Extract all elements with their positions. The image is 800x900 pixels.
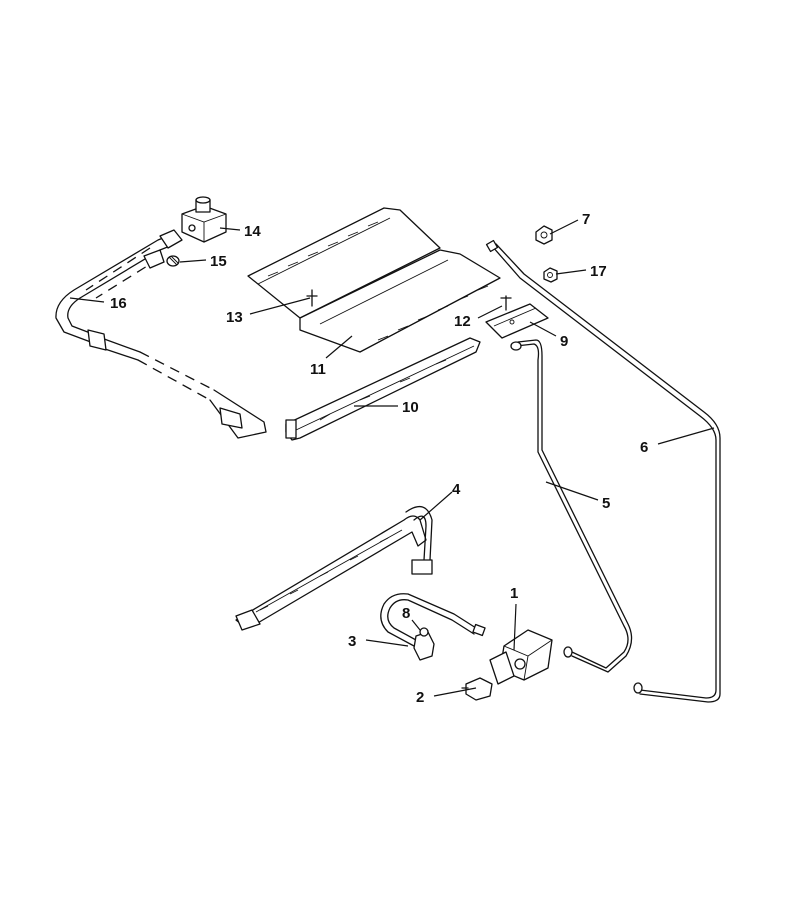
callout-7: 7 [582, 211, 590, 228]
part-13-screw [306, 289, 318, 307]
callout-12: 12 [454, 313, 471, 330]
leader-14 [219, 227, 241, 231]
callout-16: 16 [110, 295, 127, 312]
part-6-gas-tube [485, 239, 721, 703]
part-4-burner [235, 505, 433, 631]
callout-4: 4 [452, 481, 461, 498]
part-10-bake-burner [285, 337, 481, 441]
leader-2 [433, 687, 477, 697]
callout-11: 11 [310, 361, 326, 378]
leader-3 [365, 639, 409, 647]
part-7-nut [535, 225, 553, 245]
leader-17 [555, 269, 587, 275]
callout-8: 8 [402, 605, 410, 622]
part-2-fitting [461, 677, 493, 701]
leader-7 [549, 219, 579, 235]
callout-3: 3 [348, 633, 356, 650]
part-11-baffle-plate [247, 207, 501, 353]
leader-11 [325, 335, 353, 359]
part-16-broil-burner-tube [55, 229, 267, 439]
part-8-fitting [413, 627, 435, 661]
leader-15 [179, 259, 207, 263]
callout-1: 1 [510, 585, 518, 602]
callout-labels: 1 2 3 4 5 6 7 8 9 10 11 12 13 14 15 16 1… [110, 211, 648, 706]
part-12-screw [500, 295, 512, 311]
part-14-valve [181, 196, 227, 243]
part-1-valve [489, 629, 553, 685]
callout-5: 5 [602, 495, 610, 512]
leader-12 [477, 305, 503, 319]
leader-9 [529, 321, 557, 337]
part-5-gas-tube [510, 339, 633, 673]
callout-17: 17 [590, 263, 607, 280]
leader-4 [419, 491, 453, 521]
leader-1 [513, 603, 517, 651]
part-15-orifice [166, 255, 180, 267]
callout-9: 9 [560, 333, 568, 350]
callout-6: 6 [640, 439, 648, 456]
leader-lines [69, 219, 715, 697]
callout-13: 13 [226, 309, 243, 326]
callout-2: 2 [416, 689, 424, 706]
callout-14: 14 [244, 223, 261, 240]
leader-8 [411, 619, 421, 631]
part-9-bracket [485, 303, 549, 339]
leader-16 [69, 297, 105, 303]
callout-15: 15 [210, 253, 227, 270]
callout-10: 10 [402, 399, 419, 416]
leader-5 [545, 481, 599, 501]
part-3-tube [380, 593, 486, 647]
leader-6 [657, 427, 715, 445]
part-17-nut [543, 267, 558, 283]
leader-13 [249, 297, 311, 315]
